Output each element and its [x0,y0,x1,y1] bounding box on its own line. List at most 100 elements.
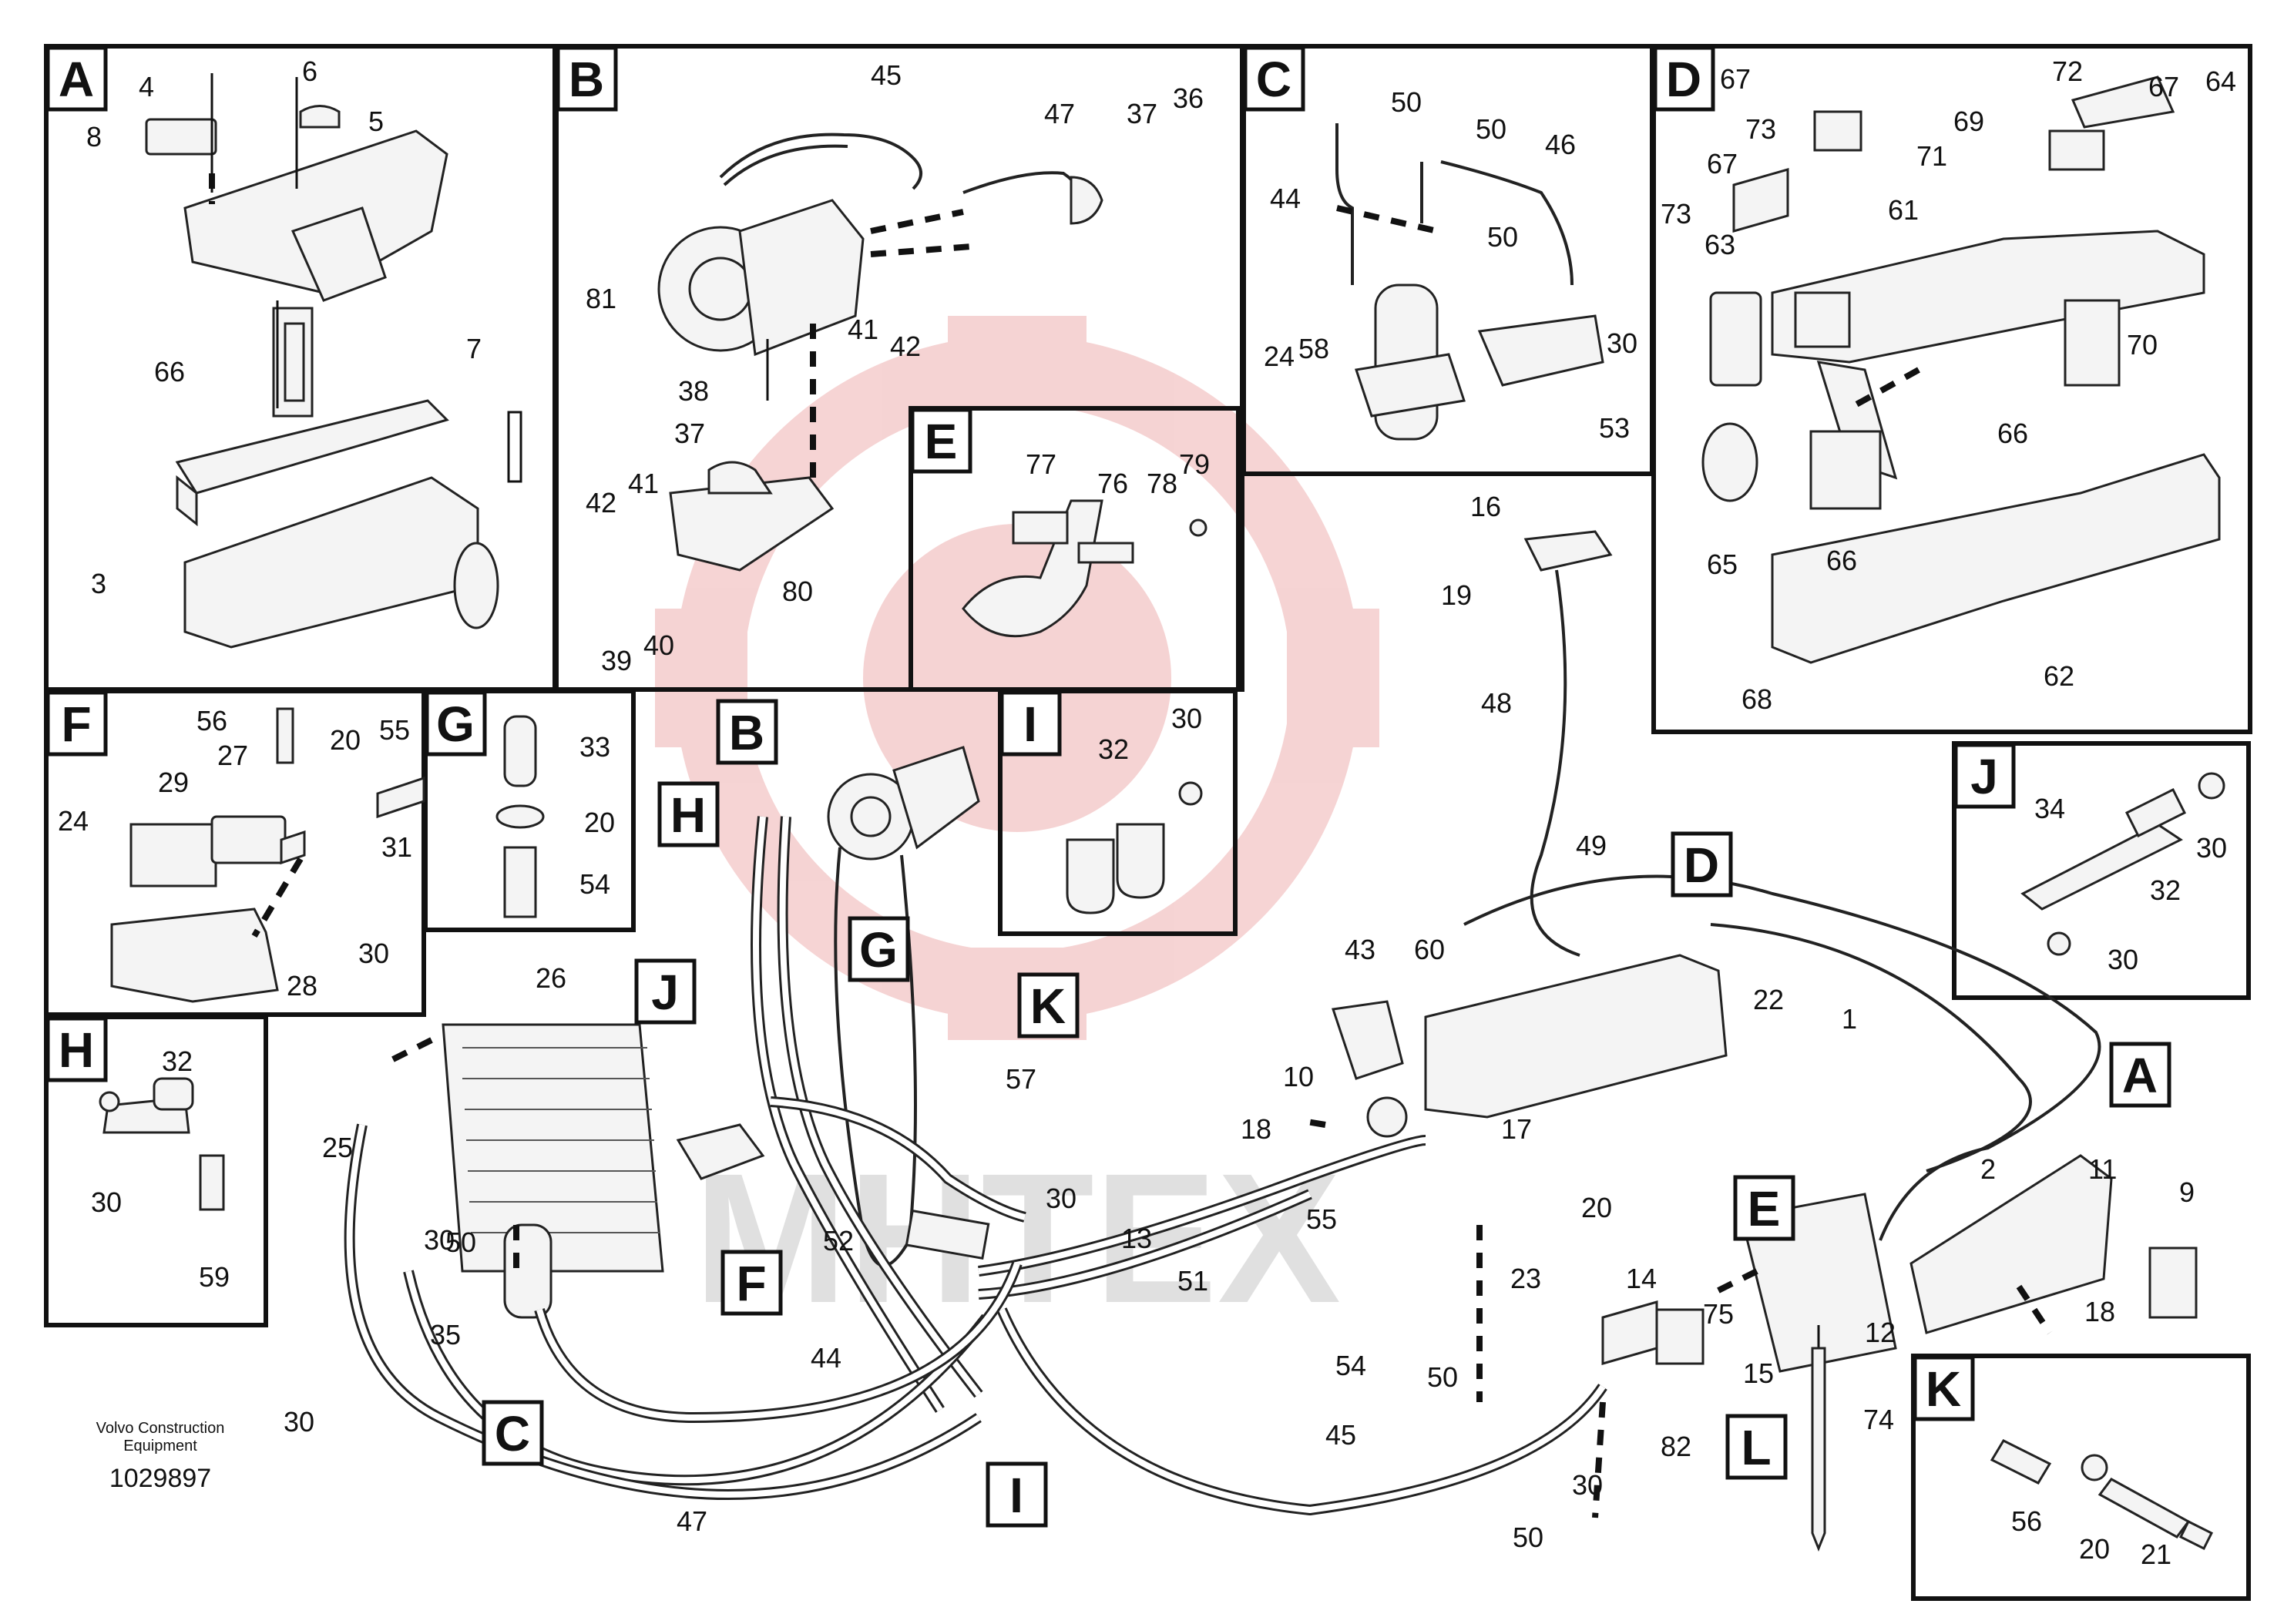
callout-b: B [716,699,778,765]
callout-a: A [2109,1042,2171,1108]
part-number-label: 20 [330,724,361,756]
box-c-parts [1335,123,1604,441]
part-number-label: 31 [381,831,412,863]
part-number-label: 66 [1826,545,1857,576]
part-number-label: 43 [1345,934,1375,965]
section-letter: I [1023,696,1037,752]
section-letter: C [495,1406,530,1461]
detail-label-f: F [45,690,108,757]
detail-box-j [1952,741,2251,1000]
section-letter: C [1256,52,1291,107]
part-number-label: 53 [1599,412,1630,444]
detail-label-g: G [425,690,487,757]
part-number-label: 16 [1470,491,1501,522]
part-number-label: 38 [678,375,709,407]
part-number-label: 55 [1306,1203,1337,1235]
part-number-label: 24 [58,805,89,837]
part-number-label: 63 [1705,229,1735,260]
part-number-label: 5 [368,106,384,137]
section-letter: L [1741,1420,1771,1475]
callout-l: L [1725,1414,1788,1480]
box-j-parts [2020,772,2225,956]
part-number-label: 37 [1127,98,1157,129]
part-labels-box-i: 30 32 [1098,703,1202,765]
detail-label-h: H [45,1016,108,1082]
callout-f: F [720,1250,783,1316]
section-letter: D [1684,837,1719,893]
part-labels-main: 16 19 48 49 43 60 22 1 10 18 17 2 11 9 2… [284,491,2195,1553]
part-number-label: 56 [196,705,227,737]
section-letter: E [1748,1181,1781,1236]
part-labels-box-g: 33 20 54 [579,731,615,900]
part-labels-box-d: 67 72 67 64 73 67 69 71 73 61 63 70 66 6… [1661,55,2236,715]
section-letter: G [436,696,475,752]
part-number-label: 41 [628,468,659,499]
box-f-parts [110,707,425,1003]
section-letter: F [61,696,91,752]
part-number-label: 48 [1481,687,1512,719]
detail-box-d [1651,44,2252,734]
part-number-label: 82 [1661,1431,1691,1462]
part-number-label: 40 [643,629,674,661]
section-letter: H [59,1022,94,1078]
detail-label-k: K [1913,1355,1975,1421]
callout-h: H [657,781,720,847]
part-number-label: 54 [1335,1350,1366,1381]
watermark: MHTEX [655,316,1379,1341]
part-number-label: 50 [1476,113,1506,145]
part-number-label: 54 [579,868,610,900]
part-labels-box-a: 4 6 8 5 66 7 3 [86,55,482,599]
part-number-label: 20 [1581,1192,1612,1223]
part-number-label: 3 [91,568,106,599]
part-number-label: 30 [1171,703,1202,734]
part-labels-box-j: 34 30 32 30 [2034,793,2227,975]
part-number-label: 30 [358,938,389,969]
part-number-label: 74 [1863,1404,1894,1435]
part-number-label: 15 [1743,1357,1774,1389]
section-letter: K [1030,978,1066,1034]
part-number-label: 32 [1098,733,1129,765]
part-number-label: 50 [445,1226,476,1258]
part-number-label: 26 [536,962,566,994]
part-number-label: 14 [1626,1263,1657,1294]
part-number-label: 18 [2084,1296,2115,1327]
part-number-label: 47 [1044,98,1075,129]
part-number-label: 2 [1980,1153,1996,1185]
part-number-label: 79 [1179,448,1210,480]
section-letter: F [736,1256,766,1311]
callout-e: E [1733,1175,1795,1241]
part-number-label: 33 [579,731,610,763]
detail-label-d: D [1653,45,1715,112]
part-number-label: 12 [1865,1317,1896,1348]
part-number-label: 44 [811,1342,841,1374]
part-number-label: 22 [1753,984,1784,1015]
part-number-label: 50 [1487,221,1518,253]
part-number-label: 28 [287,970,317,1002]
callout-j: J [634,958,697,1025]
part-number-label: 29 [158,767,189,798]
drawing-caption: Volvo Construction Equipment 1029897 [96,1420,225,1493]
part-number-label: 50 [1391,86,1422,118]
callout-d: D [1671,831,1733,898]
section-letter: G [859,922,898,978]
part-number-label: 10 [1283,1061,1314,1092]
part-number-label: 73 [1661,198,1691,230]
section-letter: B [729,705,764,760]
drawing-number: 1029897 [109,1464,211,1493]
box-d-parts [1701,75,2221,664]
part-number-label: 70 [2127,329,2158,361]
part-number-label: 73 [1745,113,1776,145]
part-number-label: 66 [154,356,185,388]
detail-label-e: E [910,408,972,474]
part-number-label: 50 [1427,1361,1458,1393]
section-letter: D [1666,52,1701,107]
main-assembly [344,530,2198,1552]
part-number-label: 20 [584,807,615,838]
part-number-label: 51 [1177,1265,1208,1297]
part-number-label: 42 [586,487,616,518]
part-labels-box-h: 32 30 59 [91,1045,230,1293]
part-number-label: 64 [2205,65,2236,97]
part-number-label: 30 [2196,832,2227,864]
